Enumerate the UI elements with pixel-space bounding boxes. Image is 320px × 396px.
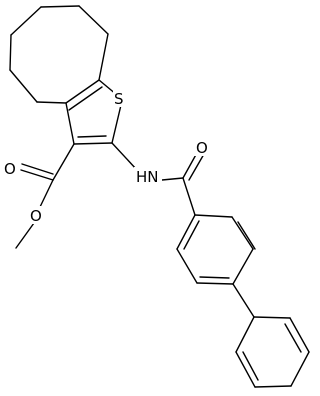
methyl-ester-group [15,143,75,249]
ester-ether-oxygen-label: O [30,207,42,225]
bond [176,248,198,284]
bond [36,101,67,104]
cyclooctane-ring [9,5,109,104]
bond [20,169,54,181]
bond [77,135,107,138]
amide-group [111,142,205,216]
bond [39,179,54,208]
bond [65,79,100,104]
bond [237,221,256,250]
bond [9,69,38,103]
thiophene-ring [65,79,122,145]
bond [9,34,12,71]
bond [199,276,230,279]
bond [194,214,233,218]
bond [183,220,200,250]
bond [78,5,109,35]
bond [161,177,184,181]
amide-oxygen-label: O [196,139,208,157]
molecule-drawing: S HN O O O [3,5,310,388]
bond [284,323,302,353]
bond [111,142,138,171]
bond [235,316,255,353]
bond [254,385,292,388]
bond [182,177,196,216]
bond [290,351,310,387]
bond [98,33,109,81]
sulfur-atom-label: S [114,90,124,108]
bond [231,216,254,250]
bond [235,351,256,388]
bond [73,142,113,145]
bond [289,317,310,353]
benzene-ring-1 [176,214,256,285]
bond [111,104,122,144]
bond [10,6,42,36]
bond [176,214,196,250]
bond [232,248,254,285]
bond [68,86,103,111]
bond [52,143,75,181]
bond [188,153,205,181]
biphenyl-bond [232,283,255,318]
bond [253,316,291,319]
bond [15,222,35,249]
structure-diagram: S HN O O O [3,5,310,388]
bond [65,102,75,145]
bond [196,282,234,285]
bond [21,163,54,175]
benzene-ring-2 [235,316,310,388]
bond [40,5,80,8]
bond [242,351,259,381]
amide-nh-label: HN [136,168,159,186]
atom-labels: S HN O O O [3,89,210,225]
ester-carbonyl-oxygen-label: O [4,160,16,178]
